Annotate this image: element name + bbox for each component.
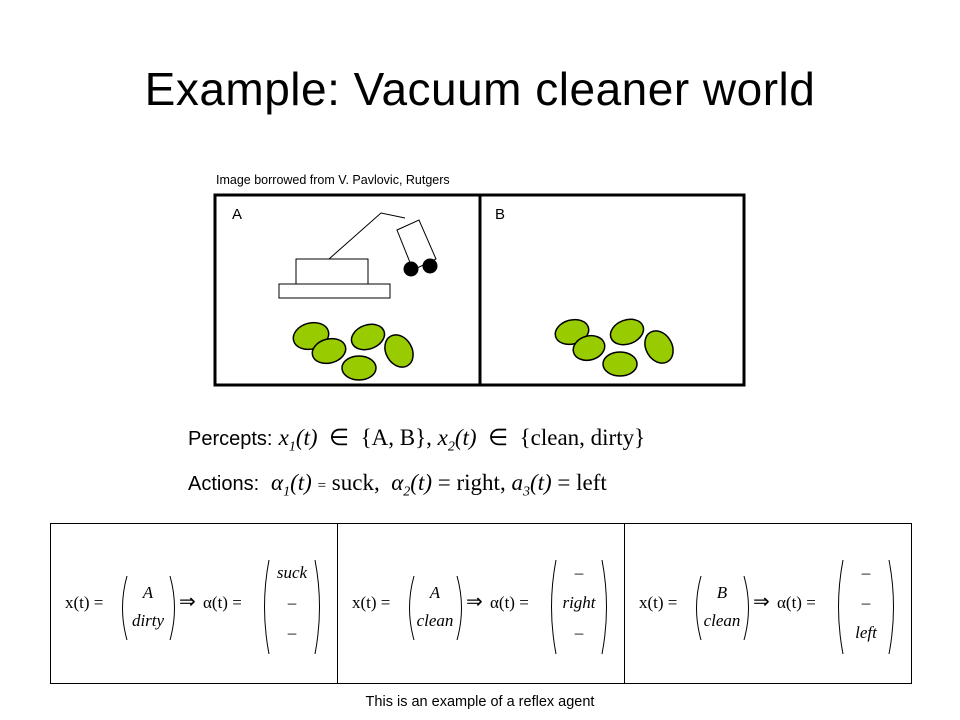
action-entry: right [562,593,596,612]
bracket-left [696,575,702,641]
action-entry: – [287,593,297,612]
bracket-right [456,575,462,641]
bracket-left [551,559,557,655]
bracket-left [264,559,270,655]
action-entry: – [287,623,297,642]
room-a-label: A [232,206,242,223]
room-a [213,193,482,387]
state-location: A [429,583,441,602]
action-right: right, [456,470,506,495]
state-location: B [717,583,728,602]
location-set: {A, B}, [360,425,432,450]
actions-label: Actions: [188,473,260,495]
action-entry: – [861,563,871,582]
bracket-left [838,559,844,655]
dirt-patches-room-b [554,318,674,377]
state-status: dirty [132,611,165,630]
status-set: {clean, dirty} [519,425,646,450]
image-credit: Image borrowed from V. Pavlovic, Rutgers [216,173,450,187]
state-label: x(t) = [352,593,390,612]
state-status: clean [704,611,741,630]
dirt-patches-room-a [292,321,414,381]
implies-arrow: ⇒ [466,591,483,613]
room-b-label: B [495,206,505,223]
state-location: A [142,583,154,602]
bracket-right [743,575,749,641]
action-entry: left [855,623,878,642]
bracket-left [409,575,415,641]
vacuum-world-illustration: A B [213,193,746,387]
bracket-right [601,559,607,655]
room-b [478,193,746,387]
action-entry: – [861,593,871,612]
actions-line: Actions: α1(t) = suck, α2(t) = right, a3… [188,470,607,500]
slide-title: Example: Vacuum cleaner world [144,63,816,115]
bracket-left [122,575,128,641]
bracket-right [169,575,175,641]
action-entry: – [574,563,584,582]
percepts-line: Percepts: x1(t) ∈ {A, B}, x2(t) ∈ {clean… [188,425,646,455]
percepts-label: Percepts: [188,428,273,450]
action-suck: suck, [331,470,380,495]
action-label: α(t) = [203,593,242,612]
footer-note: This is an example of a reflex agent [365,694,595,710]
state-label: x(t) = [639,593,677,612]
action-entry: suck [277,563,308,582]
bracket-right [314,559,320,655]
state-label: x(t) = [65,593,103,612]
implies-arrow: ⇒ [179,591,196,613]
action-left: left [576,470,607,495]
vacuum-robot-icon [278,212,438,299]
action-label: α(t) = [777,593,816,612]
state-status: clean [417,611,454,630]
action-label: α(t) = [490,593,529,612]
action-entry: – [574,623,584,642]
implies-arrow: ⇒ [753,591,770,613]
bracket-right [888,559,894,655]
